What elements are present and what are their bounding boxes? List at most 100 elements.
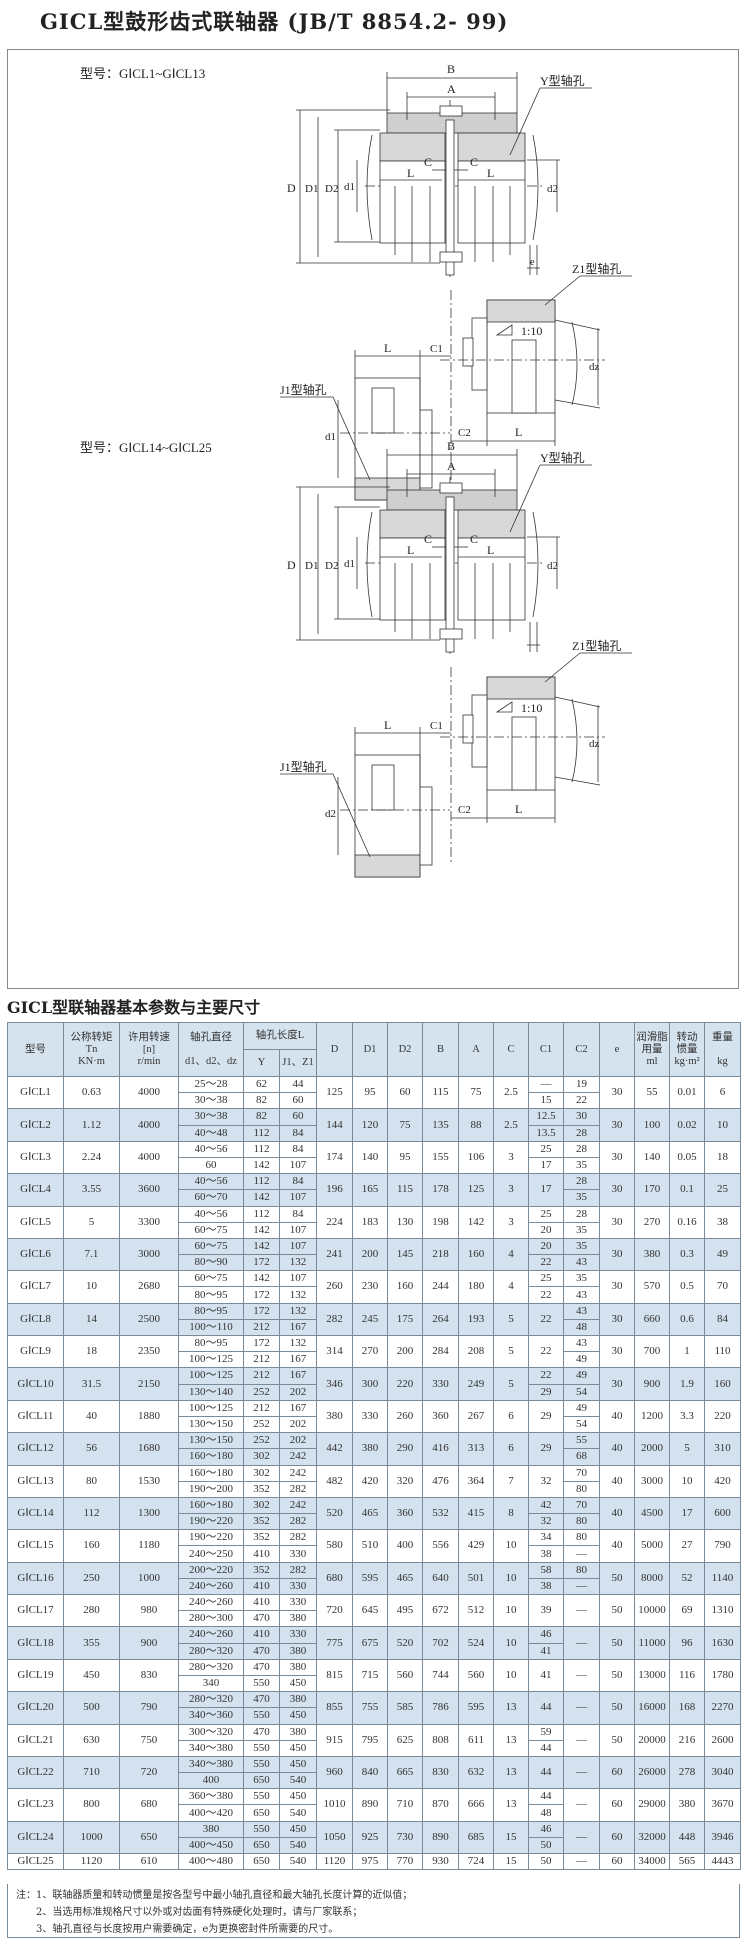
cell-d: 380 xyxy=(316,1399,354,1434)
cell-ml: 270 xyxy=(634,1205,671,1239)
cell-a: 249 xyxy=(458,1367,495,1401)
cell-e: 40 xyxy=(599,1399,636,1434)
taper-label: 1:10 xyxy=(521,324,542,338)
dim-D1: D1 xyxy=(305,560,318,572)
cell-model: GⅠCL25 xyxy=(7,1852,64,1871)
cell-a: 180 xyxy=(458,1270,495,1304)
dim-C2: C2 xyxy=(458,427,471,439)
cell-model: GⅠCL8 xyxy=(7,1302,64,1337)
cell-e: 40 xyxy=(599,1496,636,1531)
cell-ml: 570 xyxy=(634,1270,671,1304)
cell-model: GⅠCL20 xyxy=(7,1691,64,1725)
dim-d2-j1: d2 xyxy=(325,808,336,820)
dim-L-z1: L xyxy=(515,425,522,439)
cell-kg: 160 xyxy=(704,1367,742,1401)
cell-d1: 245 xyxy=(352,1302,389,1337)
y-hole-label: Y型轴孔 xyxy=(540,450,585,465)
cell-d: 60～75 xyxy=(178,1221,244,1239)
cell-y: 142 xyxy=(243,1156,280,1175)
cell-kg: 18 xyxy=(704,1140,742,1175)
cell-y: 550 xyxy=(243,1739,280,1757)
cell-c: 13 xyxy=(493,1788,530,1822)
cell-c: 15 xyxy=(493,1852,530,1871)
header-D2: D2 xyxy=(387,1022,424,1077)
cell-d: 100～125 xyxy=(178,1399,244,1417)
cell-c1: 22 xyxy=(528,1254,565,1272)
cell-inertia: 52 xyxy=(669,1561,706,1596)
header-A: A xyxy=(458,1022,495,1077)
cell-e: 40 xyxy=(599,1529,636,1563)
cell-a: 160 xyxy=(458,1237,495,1272)
cell-b: 744 xyxy=(422,1658,460,1693)
cell-a: 560 xyxy=(458,1658,495,1693)
cell-d: 80～95 xyxy=(178,1302,244,1320)
cell-kg: 790 xyxy=(704,1529,742,1563)
cell-c: 15 xyxy=(493,1820,530,1855)
cell-a: 501 xyxy=(458,1561,495,1596)
cell-b: 476 xyxy=(422,1464,460,1498)
cell-model: GⅠCL22 xyxy=(7,1755,64,1790)
cell-c2: 43 xyxy=(563,1302,601,1320)
dim-L-j1: L xyxy=(384,341,391,355)
cell-tn: 250 xyxy=(63,1561,120,1596)
cell-c2: 35 xyxy=(563,1270,601,1288)
cell-inertia: 448 xyxy=(669,1820,706,1855)
cell-y: 650 xyxy=(243,1852,280,1871)
model-range-label: 型号：GⅠCL1~GⅠCL13 xyxy=(80,66,205,81)
cell-d2: 770 xyxy=(387,1852,424,1871)
cell-y: 550 xyxy=(243,1788,280,1806)
cell-model: GⅠCL11 xyxy=(7,1399,64,1434)
cell-n: 720 xyxy=(119,1755,179,1790)
cell-n: 4000 xyxy=(119,1075,179,1110)
cell-tn: 1000 xyxy=(63,1820,120,1855)
dim-C1: C1 xyxy=(430,343,443,355)
cell-b: 870 xyxy=(422,1788,460,1822)
cell-a: 685 xyxy=(458,1820,495,1855)
cell-c: 2.5 xyxy=(493,1075,530,1110)
cell-c2: 80 xyxy=(563,1480,601,1498)
cell-d1: 595 xyxy=(352,1561,389,1596)
cell-e: 30 xyxy=(599,1205,636,1239)
cell-c1: 38 xyxy=(528,1545,565,1563)
cell-y: 302 xyxy=(243,1448,280,1466)
cell-d: 80～90 xyxy=(178,1254,244,1272)
cell-kg: 25 xyxy=(704,1173,742,1207)
cell-ml: 20000 xyxy=(634,1723,671,1757)
cell-d2: 160 xyxy=(387,1270,424,1304)
cell-tn: 2.24 xyxy=(63,1140,120,1175)
cell-e: 30 xyxy=(599,1367,636,1401)
cell-kg: 220 xyxy=(704,1399,742,1434)
cell-d1: 715 xyxy=(352,1658,389,1693)
cell-d: 400～420 xyxy=(178,1804,244,1822)
cell-kg: 70 xyxy=(704,1270,742,1304)
cell-e: 60 xyxy=(599,1755,636,1790)
cell-d2: 320 xyxy=(387,1464,424,1498)
cell-inertia: 278 xyxy=(669,1755,706,1790)
cell-d: 160～180 xyxy=(178,1496,244,1515)
cell-c: 3 xyxy=(493,1205,530,1239)
cell-kg: 84 xyxy=(704,1302,742,1337)
cell-y: 112 xyxy=(243,1205,280,1223)
cell-d: 280～320 xyxy=(178,1642,244,1660)
cell-j: 450 xyxy=(278,1755,318,1774)
cell-n: 1000 xyxy=(119,1561,179,1596)
cell-c1: 25 xyxy=(528,1270,565,1288)
cell-d1: 140 xyxy=(352,1140,389,1175)
cell-j: 330 xyxy=(278,1545,318,1563)
cell-d2: 60 xyxy=(387,1075,424,1110)
cell-c: 8 xyxy=(493,1496,530,1531)
cell-model: GⅠCL4 xyxy=(7,1173,64,1207)
cell-d2: 710 xyxy=(387,1788,424,1822)
cell-d: 60 xyxy=(178,1156,244,1175)
